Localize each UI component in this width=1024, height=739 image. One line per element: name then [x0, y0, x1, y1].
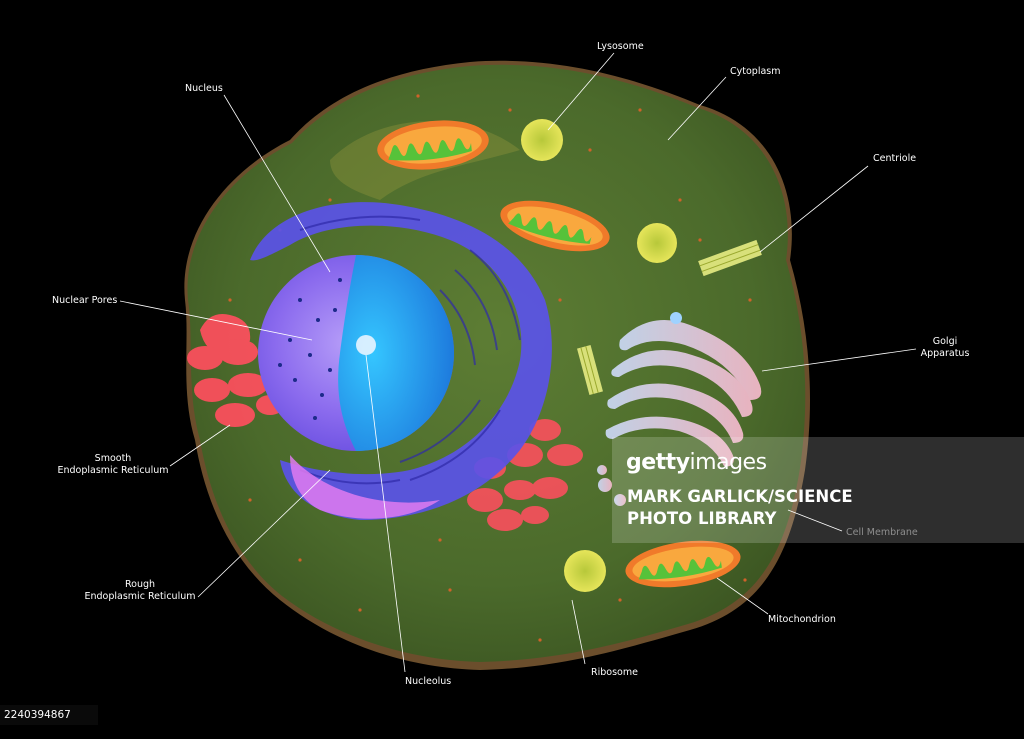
watermark-brand-bold: getty [626, 450, 690, 475]
watermark-credit-line1: MARK GARLICK/SCIENCE [627, 487, 853, 506]
label-golgi-apparatus: Golgi Apparatus [920, 336, 970, 359]
watermark-banner [612, 437, 1024, 543]
watermark-logo: gettyimages [626, 450, 767, 475]
ribosome-dots [228, 94, 752, 642]
leader-lines [119, 52, 917, 673]
rough-er-folds [299, 215, 521, 485]
leader-nuclear-pores [119, 300, 313, 341]
lysosome-3 [564, 550, 606, 592]
leader-rough-er [197, 469, 331, 598]
label-mitochondrion: Mitochondrion [768, 614, 836, 625]
golgi-apparatus [597, 320, 762, 506]
label-cytoplasm: Cytoplasm [730, 66, 781, 77]
leader-ribosome [571, 599, 586, 665]
label-rough-er: Rough Endoplasmic Reticulum [84, 579, 196, 602]
label-lysosome: Lysosome [597, 41, 644, 52]
lysosome-1 [521, 119, 563, 161]
leader-cytoplasm [667, 76, 727, 141]
watermark-credit: MARK GARLICK/SCIENCE PHOTO LIBRARY [627, 486, 853, 530]
leader-lysosome [547, 52, 615, 131]
leader-cell-membrane [787, 509, 843, 532]
leader-golgi [761, 348, 917, 372]
leader-smooth-er [169, 424, 231, 467]
label-nucleus: Nucleus [185, 83, 223, 94]
label-ribosome: Ribosome [591, 667, 638, 678]
lysosome-2 [637, 223, 677, 263]
leader-mitochondrion [716, 577, 769, 615]
golgi-vesicle [670, 312, 682, 324]
label-cell-membrane: Cell Membrane [846, 527, 918, 538]
mitochondrion-3 [625, 540, 741, 588]
leader-nucleolus [365, 354, 406, 673]
rough-er-pink [290, 455, 440, 519]
centriole-2 [577, 345, 603, 395]
label-nuclear-pores: Nuclear Pores [52, 295, 118, 306]
label-nucleolus: Nucleolus [405, 676, 452, 687]
nucleolus-shape [356, 335, 376, 355]
mitochondrion-1 [377, 120, 489, 170]
image-id: 2240394867 [0, 705, 98, 725]
label-smooth-er: Smooth Endoplasmic Reticulum [57, 453, 169, 476]
leader-centriole [759, 165, 869, 253]
label-centriole: Centriole [873, 153, 917, 164]
mitochondrion-2 [500, 200, 610, 252]
centriole-1 [698, 239, 762, 277]
watermark-credit-line2: PHOTO LIBRARY [627, 509, 777, 528]
watermark-brand-thin: images [689, 450, 768, 475]
leader-nucleus [223, 94, 331, 273]
nuclear-pores-dots [278, 278, 342, 420]
nucleus-cutaway [338, 255, 454, 451]
